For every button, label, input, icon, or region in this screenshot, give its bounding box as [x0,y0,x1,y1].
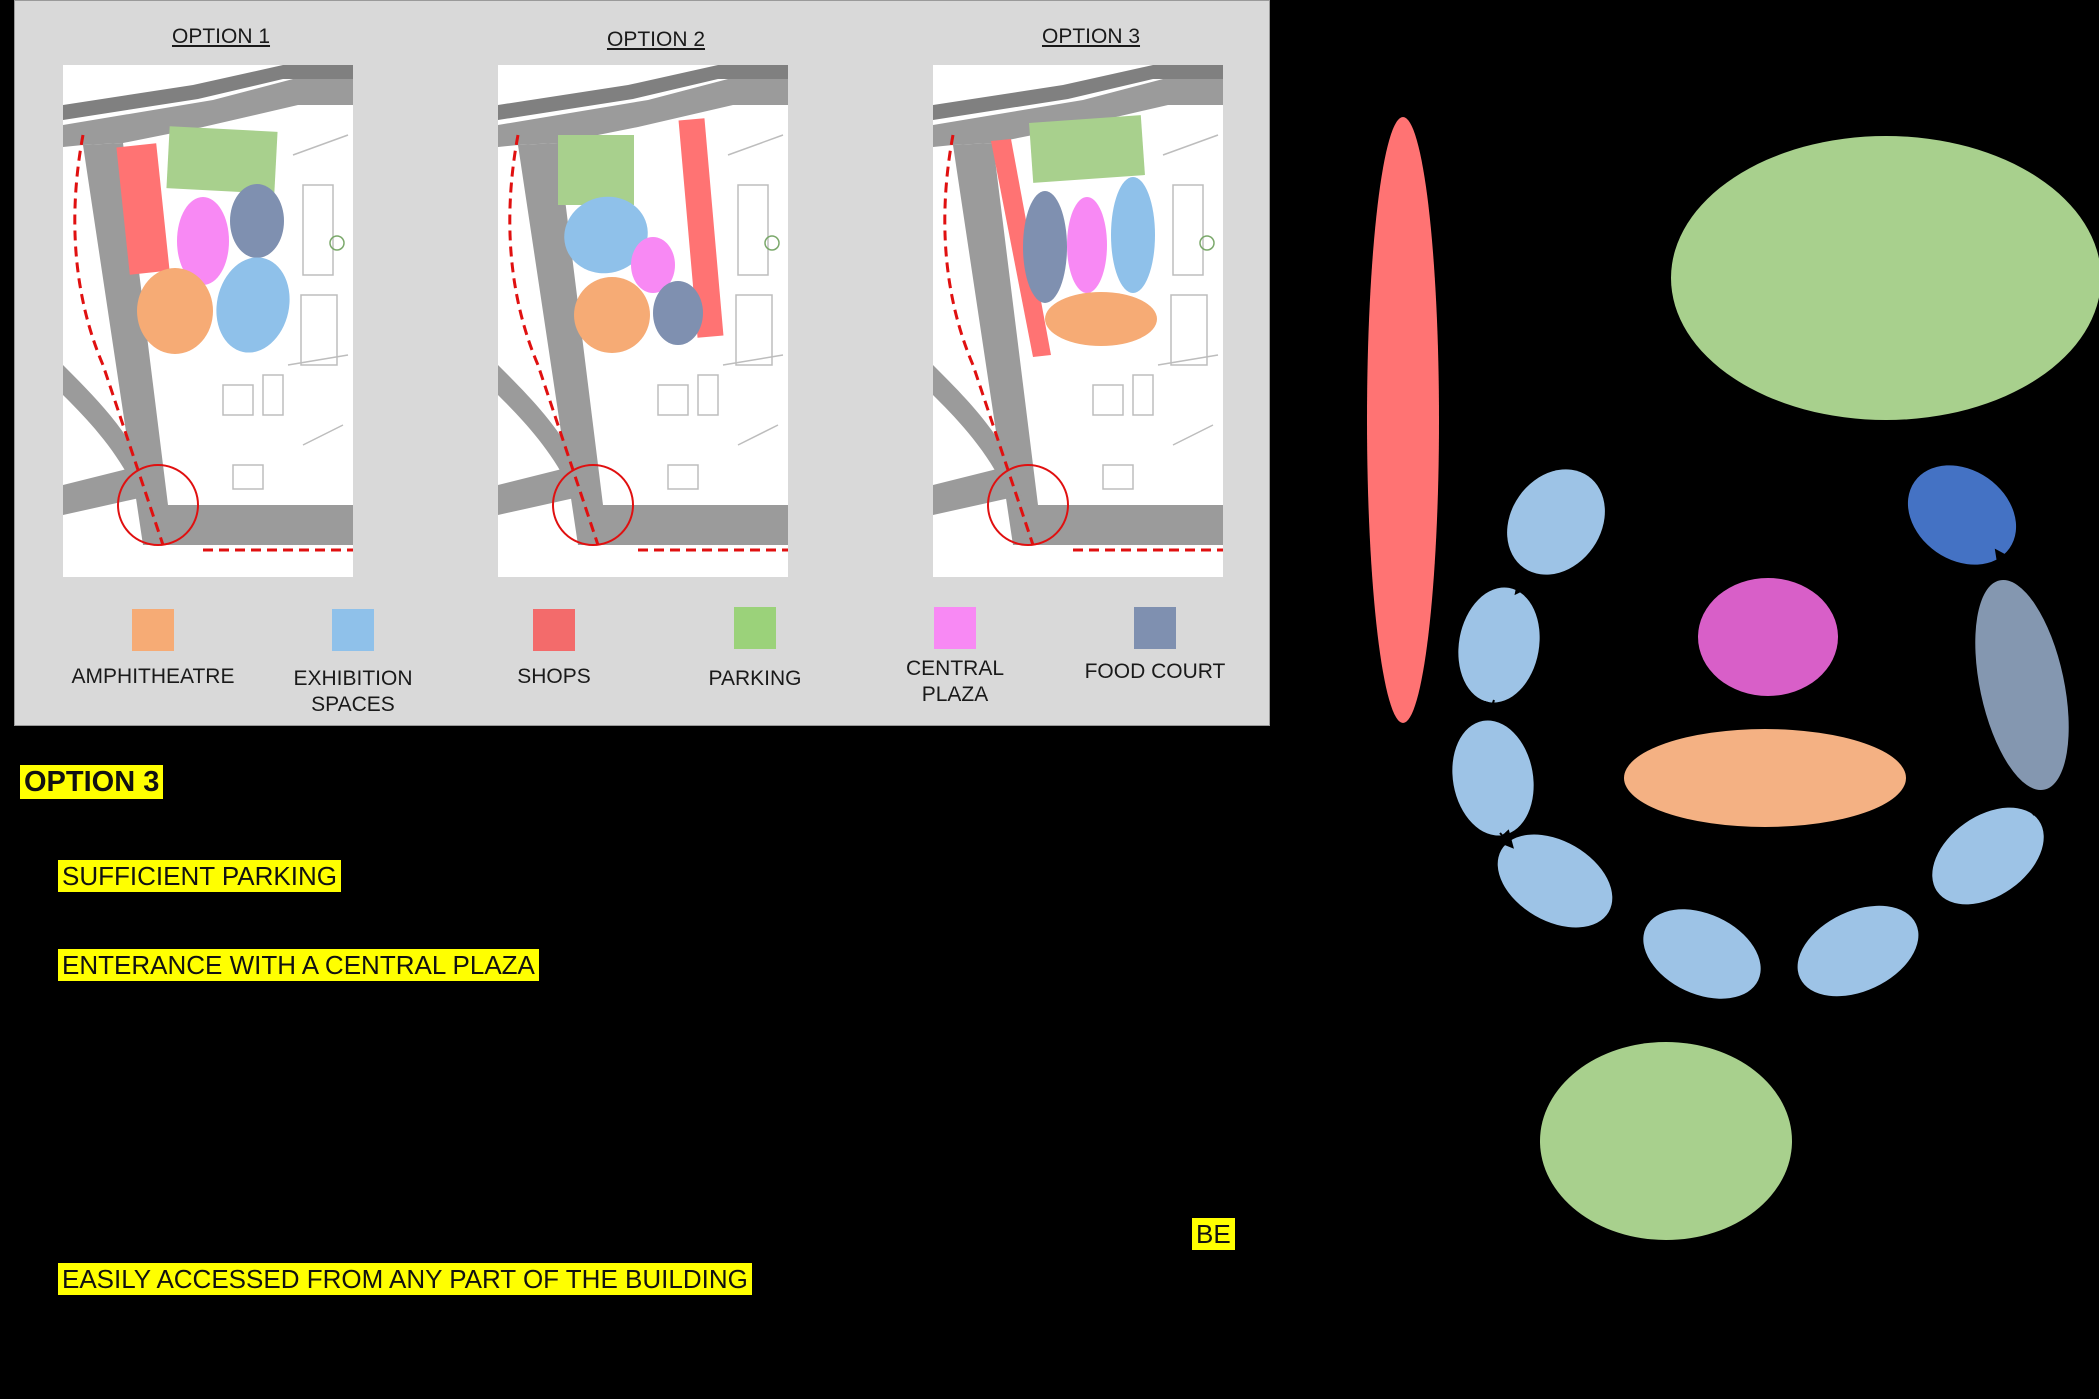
bubble-exhibition-1 [1507,469,1605,575]
legend-swatch-central-plaza [934,607,976,649]
legend-label-central-plaza: CENTRAL PLAZA [905,657,1005,706]
option-2-site-map [498,65,788,577]
note-be: BE [1192,1218,1235,1250]
legend-swatch-parking [734,607,776,649]
circulation-arrows [1484,548,2049,981]
legend-label-exhibition-spaces: EXHIBITION SPACES [293,667,413,716]
bubble-parking-bottom [1540,1042,1792,1240]
legend-label-amphitheatre: AMPHITHEATRE [71,665,235,688]
note-sufficient-parking: SUFFICIENT PARKING [58,860,341,892]
bubble-exhibition-6 [1797,905,1919,997]
bubble-amphitheatre [1624,729,1906,827]
legend-swatch-amphitheatre [132,609,174,651]
site-options-panel: OPTION 1 OPTION 2 OPTION 3 [14,0,1270,726]
option-1-title: OPTION 1 [171,25,271,48]
legend-swatch-shops [533,609,575,651]
bubble-exhibition-4 [1497,834,1613,928]
option-1-site-map [63,65,353,577]
legend-swatch-food-court [1134,607,1176,649]
bubble-parking-top [1671,136,2099,420]
bubble-food-court-dark [1907,465,2017,565]
bubble-central-plaza [1698,578,1838,696]
note-easily-accessed: EASILY ACCESSED FROM ANY PART OF THE BUI… [58,1263,752,1295]
option-2-title: OPTION 2 [606,28,706,51]
legend-label-parking: PARKING [708,667,802,690]
legend-swatch-exhibition-spaces [332,609,374,651]
bubble-exhibition-3 [1452,720,1534,836]
bubble-exhibition-5 [1643,909,1761,999]
bubble-exhibition-2 [1458,587,1540,703]
bubble-food-court [1975,579,2069,791]
bubble-shops [1367,117,1439,723]
option-3-site-map [933,65,1223,577]
notes-heading: OPTION 3 [20,765,164,799]
legend-label-food-court: FOOD COURT [1084,660,1226,683]
legend-label-shops: SHOPS [517,665,591,688]
option-3-title: OPTION 3 [1041,25,1141,48]
bubble-exhibition-7 [1932,807,2044,905]
note-entrance-central-plaza: ENTERANCE WITH A CENTRAL PLAZA [58,949,539,981]
